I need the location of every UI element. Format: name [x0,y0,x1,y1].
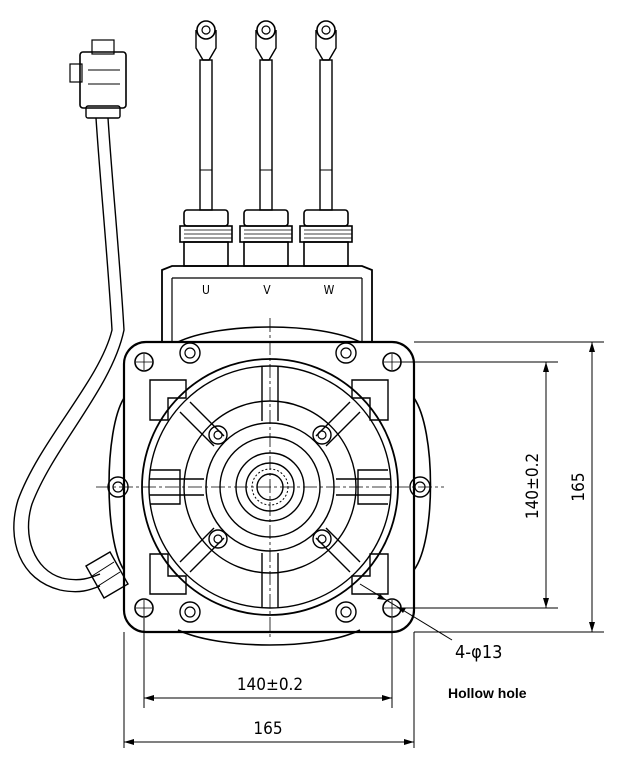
dimension-140-horizontal [144,695,392,701]
flange-ribs [149,379,389,595]
inner-bosses [208,425,332,549]
outer-bosses [107,342,431,623]
signal-connector [69,39,127,119]
dimension-label-165-horizontal: 165 [253,719,282,739]
extension-lines [123,341,604,748]
dimension-140-vertical [543,362,549,608]
terminal-gland-v [239,209,293,267]
phase-label-w: W [324,283,335,297]
flange-spokes [149,366,391,608]
hollow-hole-note: Hollow hole [448,685,527,701]
cable-gland [85,551,129,599]
power-lead-v [255,20,277,211]
dimension-label-140-vertical: 140±0.2 [523,453,543,519]
terminal-box [161,265,373,343]
center-lines [96,318,444,640]
terminal-gland-w [299,209,353,267]
dimension-165-horizontal [124,739,414,745]
terminal-gland-u [179,209,233,267]
dimension-label-165-vertical: 165 [569,472,589,501]
hole-leader [359,583,453,641]
signal-cable [13,117,113,593]
hole-spec-label: 4-φ13 [455,642,502,663]
dimension-165-vertical [589,342,595,632]
dimension-label-140-horizontal: 140±0.2 [237,675,303,695]
power-lead-u [195,20,217,211]
phase-label-v: V [263,283,271,297]
phase-label-u: U [202,283,210,297]
power-lead-w [315,20,337,211]
